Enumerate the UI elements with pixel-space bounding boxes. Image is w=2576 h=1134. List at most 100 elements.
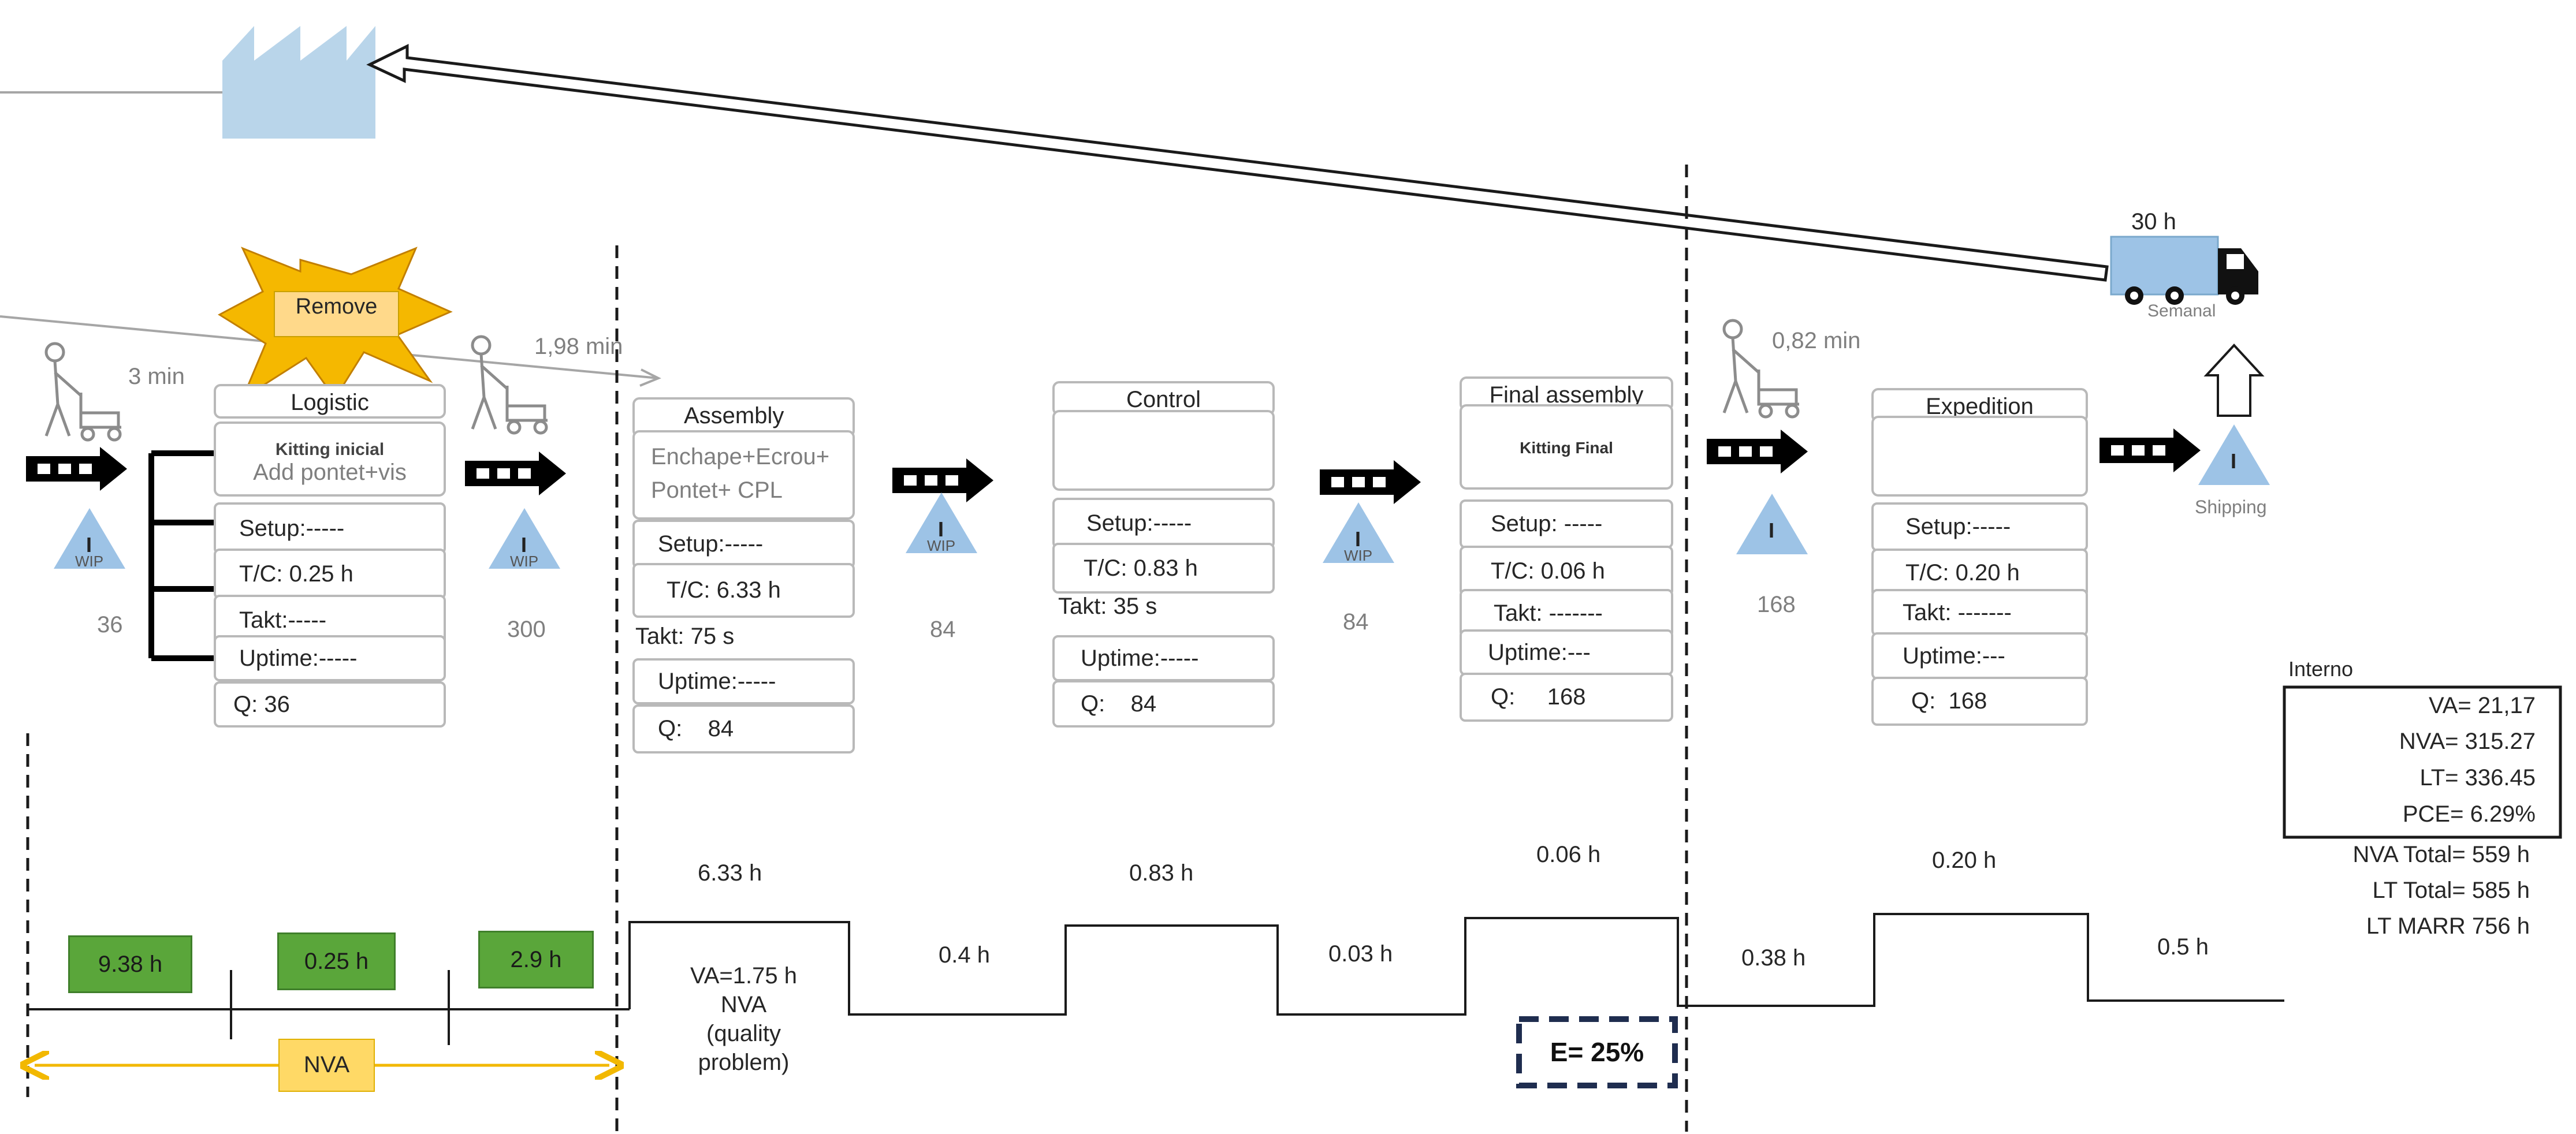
va-note: VA=1.75 h NVA (quality problem) [638,961,849,1077]
timeline-green-1: 9.38 h [68,935,192,993]
inventory-count: 84 [1343,609,1369,635]
process-title: Expedition [1926,394,2034,419]
summary-nva: NVA= 315.27 [2399,729,2536,754]
inventory-letter: I [1355,527,1361,551]
expedition-setup: Setup:----- [1871,502,2088,551]
summary-pce: PCE= 6.29% [2402,801,2536,827]
push-arrow-icon [26,447,127,491]
inventory-letter: I [1769,518,1775,542]
timeline-lower-3: 0.38 h [1741,945,1806,971]
timeline-upper-4: 0.20 h [1932,848,1997,873]
information-flow-arrow [366,43,2109,282]
inventory-count: 36 [97,612,123,637]
expedition-takt: Takt: ------- [1871,589,2088,636]
process-assembly-body: Enchape+Ecrou+ Pontet+ CPL [632,430,855,520]
logistic-uptime: Uptime:----- [214,635,446,681]
process-title: Logistic [291,390,369,415]
control-tc: T/C: 0.83 h [1052,543,1275,594]
assembly-q: Q: 84 [632,704,855,753]
timeline-lower-4: 0.5 h [2157,934,2209,960]
assembly-takt: Takt: 75 s [635,624,735,649]
timeline-upper-2: 0.83 h [1129,860,1194,886]
summary-lt: LT= 336.45 [2419,765,2536,790]
process-line-1: Kitting inicial [275,440,385,459]
timeline-green-2: 0.25 h [277,932,396,990]
process-line-1: Enchape+Ecrou+ [651,444,830,469]
wip-label: WIP [1344,547,1373,564]
final-assembly-q: Q: 168 [1460,673,1673,722]
efficiency-box [1516,1016,1678,1088]
inventory-triangle-icon [2198,424,2270,485]
shipping-label: Shipping [2195,497,2267,517]
timeline-lower-1: 0.4 h [939,942,990,968]
travel-time-1: 3 min [128,364,185,389]
operator-icon [1722,319,1800,419]
process-title: Assembly [684,403,784,428]
assembly-setup: Setup:----- [632,520,855,569]
process-final-assembly-body: Kitting Final [1460,404,1673,490]
summary-lt-marr: LT MARR 756 h [2366,913,2530,939]
inventory-triangle-icon [1736,494,1808,554]
control-uptime: Uptime:----- [1052,635,1275,681]
push-arrow-icon [2099,428,2201,472]
process-line-2: Pontet+ CPL [651,478,783,503]
logistic-setup: Setup:----- [214,502,446,554]
control-q: Q: 84 [1052,680,1275,728]
inventory-count: 300 [507,617,546,642]
process-logistic-title[interactable]: Logistic [214,384,446,419]
control-setup: Setup:----- [1052,498,1275,549]
inventory-triangle-icon [906,493,977,553]
inventory-triangle-icon [54,508,125,569]
summary-header: Interno [2288,657,2354,681]
logistic-q: Q: 36 [214,681,446,728]
travel-time-2: 1,98 min [534,334,623,359]
logistic-tc: T/C: 0.25 h [214,549,446,599]
process-control-body [1052,410,1275,491]
process-logistic-body: Kitting inicial Add pontet+vis [214,421,446,497]
efficiency-label: E= 25% [1550,1037,1644,1067]
wip-label: WIP [927,537,956,554]
truck-icon [2110,236,2258,305]
summary-lt-total: LT Total= 585 h [2372,878,2530,903]
inventory-count: 84 [930,617,956,642]
process-title: Control [1126,387,1201,412]
push-arrows [26,428,2201,504]
process-line-2: Add pontet+vis [253,460,407,485]
va-note-line-2: NVA [720,992,767,1017]
push-arrow-icon [892,458,993,502]
process-title: Final assembly [1489,382,1644,408]
wip-label: WIP [510,553,539,570]
expedition-uptime: Uptime:--- [1871,632,2088,680]
assembly-uptime: Uptime:----- [632,658,855,704]
push-arrow-icon [1320,460,1421,504]
timeline-lower-2: 0.03 h [1328,941,1393,967]
process-line-1: Kitting Final [1520,439,1613,457]
inventory-letter: I [2231,449,2237,473]
truck-label: Semanal [2147,301,2216,320]
va-note-line-4: problem) [698,1050,790,1075]
bracket [148,450,214,661]
summary-box [2283,685,2562,839]
inventory-count: 168 [1757,592,1796,617]
inventory-letter: I [521,533,527,557]
burst-label: Remove [295,294,378,319]
expedition-q: Q: 168 [1871,677,2088,726]
inventory-triangle-icon [1323,502,1394,563]
va-note-line-1: VA=1.75 h [690,963,797,988]
operator-icon [44,342,122,442]
inventory-letter: I [86,533,92,557]
inventory-triangle-icon [489,508,560,569]
assembly-tc: T/C: 6.33 h [632,563,855,618]
travel-time-3: 0,82 min [1772,328,1861,353]
timeline-ladder [28,913,2284,1045]
push-arrow-icon [465,452,566,495]
factory-icon [0,26,375,139]
operator-icon [471,335,548,435]
control-takt: Takt: 35 s [1058,594,1157,619]
summary-nva-total: NVA Total= 559 h [2352,842,2530,867]
inventory-letter: I [938,517,944,541]
push-arrow-icon [1707,430,1808,473]
process-expedition-body [1871,416,2088,497]
timeline-upper-1: 6.33 h [698,860,762,886]
